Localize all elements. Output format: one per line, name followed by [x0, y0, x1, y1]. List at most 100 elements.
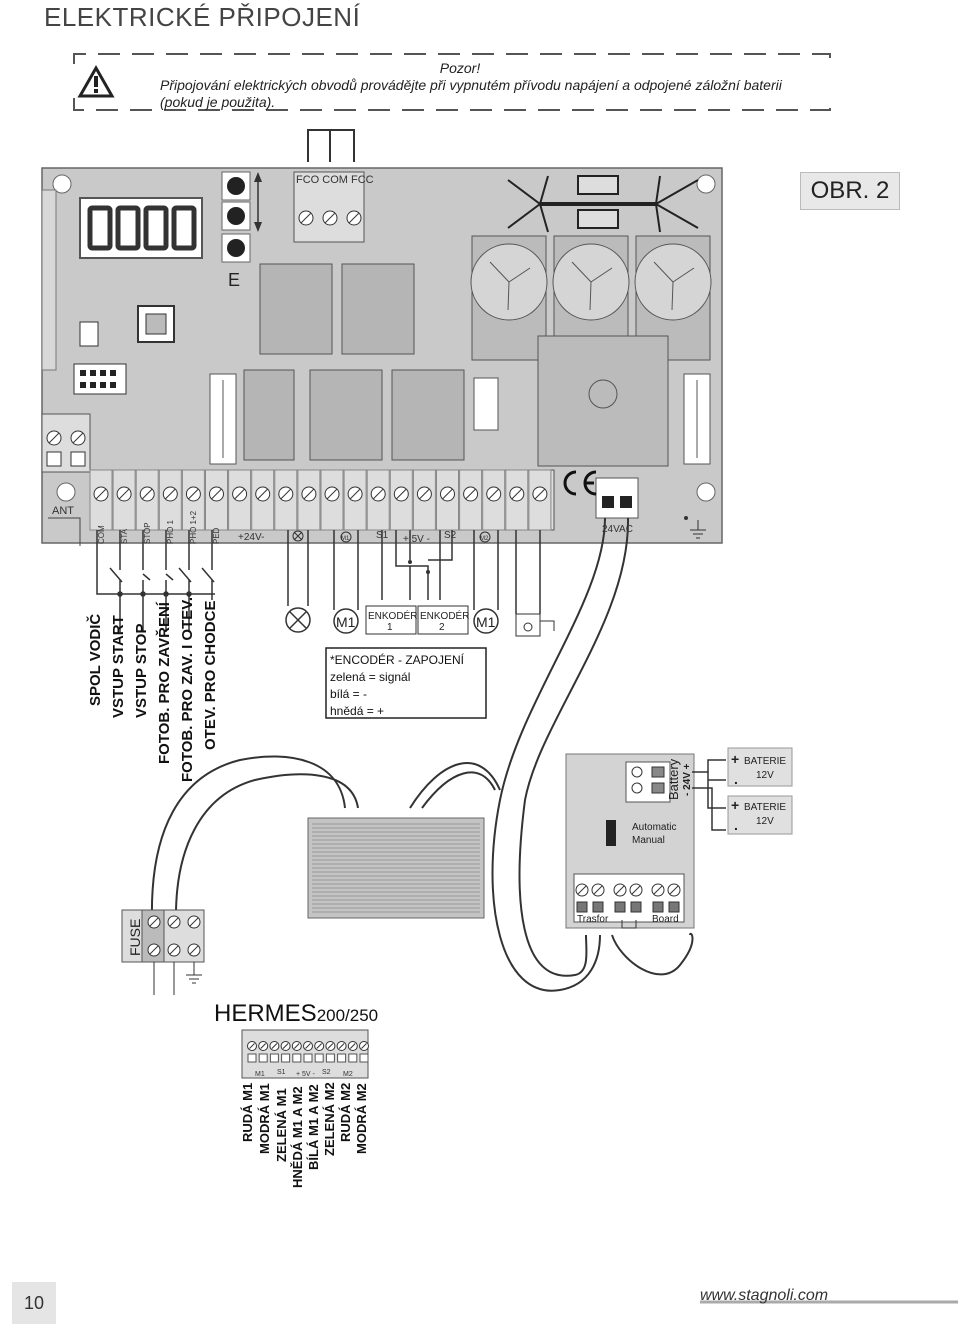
model-name: HERMES [214, 1000, 317, 1027]
terminal-labels: COM STA STOP PHO 1 PHO 1+2 PED [97, 510, 221, 544]
automatic-label: Automatic [632, 822, 676, 833]
hermes-wire-labels: RUDÁ M1 MODRÁ M1 ZELENÁ M1 HNĚDÁ M1 A M2… [240, 1082, 369, 1188]
svg-text:ZELENÁ M2: ZELENÁ M2 [322, 1082, 337, 1156]
v5-label: + 5V - [403, 534, 430, 545]
svg-text:M1: M1 [336, 614, 356, 630]
svg-text:SPOL VODIČ: SPOL VODIČ [86, 614, 104, 706]
svg-text:ENKODÉR: ENKODÉR [368, 609, 417, 622]
warning-heading: Pozor! [439, 60, 481, 76]
power-cables [150, 517, 694, 992]
hermes-terminal-labels: M1 S1 + 5V - S2 M2 [255, 1069, 353, 1078]
warning-line-2: (pokud je použita). [160, 94, 276, 110]
input-switches [96, 530, 215, 632]
segment-display [79, 197, 203, 259]
svg-text:BÍLÁ M1 A M2: BÍLÁ M1 A M2 [306, 1084, 321, 1170]
svg-text:STA: STA [120, 528, 129, 544]
svg-text:VSTUP START: VSTUP START [110, 615, 127, 718]
warning-icon [77, 64, 115, 98]
battery-label: Battery [666, 758, 681, 800]
board-buttons [221, 171, 262, 263]
battery-module-terminals [575, 883, 681, 913]
svg-text:.: . [734, 771, 738, 787]
website-link[interactable]: www.stagnoli.com [700, 1287, 829, 1304]
svg-text:RUDÁ M1: RUDÁ M1 [240, 1083, 255, 1142]
svg-text:PHO 1+2: PHO 1+2 [189, 510, 198, 544]
capacitor-device [515, 613, 555, 637]
svg-text:ENKODÉR: ENKODÉR [420, 609, 469, 622]
board-chips [73, 305, 175, 395]
svg-text:FOTOB. PRO ZAV. I OTEV.: FOTOB. PRO ZAV. I OTEV. [179, 597, 196, 782]
svg-text:12V: 12V [756, 816, 774, 827]
model-title: HERMES200/250 [214, 1000, 378, 1028]
program-button-label: E [228, 270, 240, 290]
page-title: ELEKTRICKÉ PŘIPOJENÍ [44, 2, 361, 32]
jumper-symbol [621, 920, 637, 929]
svg-text:MODRÁ M2: MODRÁ M2 [354, 1083, 369, 1154]
svg-text:STOP: STOP [143, 522, 152, 544]
m2-terminal-symbol: M2 [479, 531, 491, 543]
encoder-note-brown: hnědá = + [330, 704, 384, 718]
svg-text:.: . [734, 817, 738, 833]
svg-text:PED: PED [212, 527, 221, 544]
svg-text:ZELENÁ M1: ZELENÁ M1 [274, 1088, 289, 1162]
m1-terminal-symbol: M1 [340, 531, 352, 543]
vac-label: 24VAC [602, 524, 633, 535]
svg-text:BATERIE: BATERIE [744, 756, 786, 767]
trasfor-label: Trasfor [577, 914, 609, 925]
warning-frame [73, 53, 831, 111]
svg-text:2: 2 [439, 622, 445, 633]
svg-text:M1: M1 [476, 614, 496, 630]
svg-text:1: 1 [387, 622, 393, 633]
encoder2-box: ENKODÉR 2 [417, 605, 469, 635]
figure-label: OBR. 2 [800, 172, 900, 210]
svg-text:S2: S2 [322, 1069, 331, 1076]
input-labels: SPOL VODIČ VSTUP START VSTUP STOP FOTOB.… [86, 597, 219, 782]
motor2-device: M1 [473, 608, 499, 634]
battery-polarity: - 24V + [682, 763, 693, 796]
board-fuses [209, 373, 711, 465]
antenna-bracket [48, 517, 81, 546]
lamp-terminal-symbol [292, 530, 304, 542]
encoder-note-green: zelená = signál [330, 670, 410, 684]
svg-text:12V: 12V [756, 770, 774, 781]
relay-terminal-label: FCO COM FCC [296, 174, 374, 186]
fuse-label: FUSE [127, 919, 143, 956]
svg-text:S1: S1 [277, 1069, 286, 1076]
svg-text:M1: M1 [341, 536, 350, 542]
motor1-device: M1 [333, 608, 359, 634]
svg-text:MODRÁ M1: MODRÁ M1 [257, 1083, 272, 1154]
s2-label: S2 [444, 530, 457, 541]
model-variant: 200/250 [316, 1006, 379, 1025]
battery-module [565, 753, 695, 929]
svg-text:M2: M2 [343, 1071, 353, 1078]
board-relays [243, 263, 499, 461]
svg-text:COM: COM [97, 525, 106, 544]
svg-text:VSTUP STOP: VSTUP STOP [133, 624, 150, 718]
encoder-note-white: bílá = - [330, 687, 367, 701]
warning-line-1: Připojování elektrických obvodů prováděj… [160, 77, 782, 93]
power-24v-label: +24V- [238, 532, 264, 543]
svg-text:+: + [731, 797, 739, 813]
svg-text:M1: M1 [255, 1071, 265, 1078]
board-transformer [537, 335, 669, 467]
ground-symbol [684, 516, 706, 539]
fuse-block [121, 909, 205, 995]
svg-text:BATERIE: BATERIE [744, 802, 786, 813]
output-wiring [287, 530, 541, 614]
manual-label: Manual [632, 835, 665, 846]
page-number: 10 [12, 1282, 56, 1324]
hermes-terminal-strip [241, 1029, 369, 1079]
svg-text:RUDÁ M2: RUDÁ M2 [338, 1083, 353, 1142]
main-transformer [307, 817, 485, 919]
antenna-label: ANT [52, 505, 74, 517]
svg-text:HNĚDÁ M1 A M2: HNĚDÁ M1 A M2 [290, 1086, 305, 1188]
main-terminal-strip [89, 469, 639, 531]
battery-2: BATERIE 12V + . [727, 795, 793, 835]
ce-mark [563, 470, 597, 496]
board-varistors [507, 175, 699, 233]
svg-text:M2: M2 [480, 536, 489, 542]
svg-text:FOTOB. PRO ZAVŘENÍ: FOTOB. PRO ZAVŘENÍ [155, 601, 173, 764]
battery-wiring [692, 759, 726, 831]
encoder-note-title: *ENCODÉR - ZAPOJENÍ [330, 652, 465, 667]
